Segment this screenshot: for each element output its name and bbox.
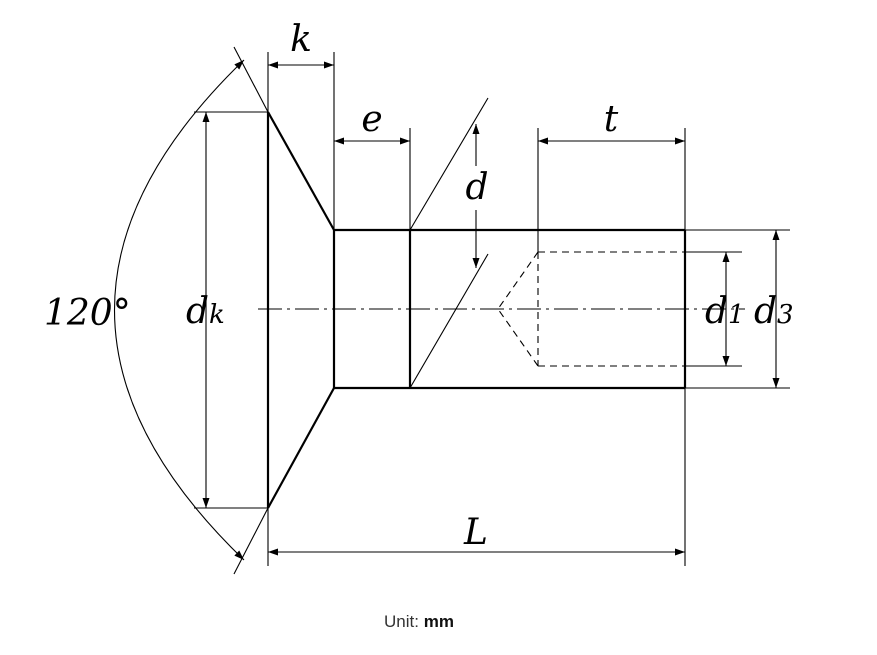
label-dk-main: d bbox=[186, 291, 209, 332]
break-lines bbox=[409, 97, 489, 389]
label-t: t bbox=[604, 99, 619, 140]
label-d3-sub: 3 bbox=[777, 300, 794, 330]
unit-label: Unit: bbox=[384, 612, 419, 631]
label-angle: 120° bbox=[44, 293, 131, 334]
label-d1-sub: 1 bbox=[728, 300, 745, 330]
extension-lines bbox=[194, 46, 790, 575]
label-L: L bbox=[463, 512, 488, 553]
label-d1: d1 bbox=[705, 291, 745, 332]
label-dk-sub: k bbox=[209, 300, 225, 330]
unit-caption: Unit: mm bbox=[384, 612, 454, 632]
hidden-drill-hole bbox=[497, 251, 685, 367]
label-d3: d3 bbox=[754, 291, 794, 332]
label-dk: dk bbox=[186, 291, 225, 332]
label-k: k bbox=[290, 19, 312, 60]
rivet-shank bbox=[332, 228, 687, 390]
label-e: e bbox=[361, 99, 382, 140]
label-d: d bbox=[465, 167, 488, 208]
unit-value: mm bbox=[423, 612, 454, 631]
rivet-head bbox=[266, 111, 335, 509]
label-d1-main: d bbox=[705, 291, 728, 332]
dim-arc-angle bbox=[113, 59, 245, 561]
label-d3-main: d bbox=[754, 291, 777, 332]
